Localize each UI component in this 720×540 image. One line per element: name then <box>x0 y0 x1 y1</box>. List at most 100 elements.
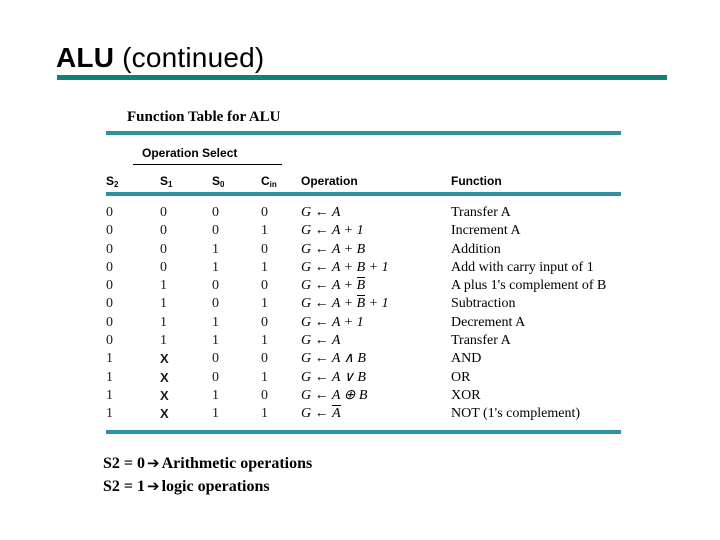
note-line-logic: S2 = 1➔logic operations <box>103 475 312 498</box>
note-logic-condition: S2 = 1 <box>103 478 146 495</box>
column-header-cin: Cin <box>261 174 277 190</box>
table-cell-function: Add with carry input of 1 <box>451 259 594 275</box>
table-cell-cin: 1 <box>261 259 268 275</box>
column-header-operation: Operation <box>301 174 358 188</box>
note-logic-label: logic operations <box>161 478 270 495</box>
table-cell-operation: G ← A ⊕ B <box>301 387 368 403</box>
column-header-cin-text: C <box>261 174 270 188</box>
page-title-bold: ALU <box>56 42 115 73</box>
column-group-underline <box>133 164 282 165</box>
table-top-divider <box>106 131 621 135</box>
column-header-s2-subscript: 2 <box>114 180 119 189</box>
table-cell-s0: 0 <box>212 369 219 385</box>
table-cell-s1: 1 <box>160 278 167 294</box>
right-arrow-icon: ➔ <box>147 477 160 495</box>
column-header-s0: S0 <box>212 174 224 190</box>
table-cell-s0: 1 <box>212 406 219 422</box>
table-cell-s2: 0 <box>106 333 113 349</box>
table-cell-s0: 1 <box>212 241 219 257</box>
table-cell-operation: G ← A + B + 1 <box>301 259 389 275</box>
table-cell-function: Decrement A <box>451 314 526 330</box>
table-row: 1 X 0 1 G ← A ∨ B OR <box>106 369 621 387</box>
right-arrow-icon: ➔ <box>147 454 160 472</box>
table-cell-operation: G ← A <box>301 205 341 220</box>
table-cell-s0: 0 <box>212 223 219 239</box>
title-divider <box>57 75 667 80</box>
table-cell-cin: 0 <box>261 205 268 220</box>
table-cell-cin: 0 <box>261 351 268 367</box>
table-cell-s0: 0 <box>212 205 219 220</box>
table-cell-cin: 0 <box>261 241 268 257</box>
overline-variable: A <box>332 405 341 422</box>
table-cell-operation: G ← A ∨ B <box>301 369 366 385</box>
note-arithmetic-label: Arithmetic operations <box>161 455 313 472</box>
note-line-arithmetic: S2 = 0➔Arithmetic operations <box>103 452 312 475</box>
table-cell-cin: 1 <box>261 406 268 422</box>
column-header-s2-text: S <box>106 174 115 188</box>
overline-variable: B <box>356 277 366 294</box>
table-cell-s2: 1 <box>106 369 113 385</box>
overline-variable: B <box>356 295 366 312</box>
table-cell-s0: 0 <box>212 278 219 294</box>
table-cell-s1: 0 <box>160 259 167 275</box>
table-body: 0 0 0 0 G ← A Transfer A 0 0 0 1 G ← A + 1 Incremen… <box>106 204 621 424</box>
table-cell-function: OR <box>451 369 471 385</box>
table-cell-s2: 1 <box>106 406 113 422</box>
column-header-s1-text: S <box>160 174 169 188</box>
table-cell-operation: G ← A + B <box>301 241 366 257</box>
page-title: ALU (continued) <box>56 41 264 75</box>
table-cell-s0: 1 <box>212 387 219 403</box>
table-cell-function: Subtraction <box>451 296 516 312</box>
table-cell-cin: 0 <box>261 387 268 403</box>
table-cell-function: Increment A <box>451 223 521 239</box>
table-cell-operation: G ← A + 1 <box>301 223 364 239</box>
column-header-s2: S2 <box>106 174 118 190</box>
column-header-function: Function <box>451 174 502 188</box>
table-cell-function: AND <box>451 351 482 367</box>
table-cell-s1: X <box>160 369 169 385</box>
table-cell-cin: 1 <box>261 333 268 349</box>
table-cell-cin: 1 <box>261 223 268 239</box>
table-cell-s0: 1 <box>212 259 219 275</box>
column-header-s1-subscript: 1 <box>168 180 173 189</box>
table-row: 0 1 1 0 G ← A + 1 Decrement A <box>106 314 621 332</box>
table-cell-s1: 1 <box>160 296 167 312</box>
table-caption: Function Table for ALU <box>127 109 281 125</box>
table-cell-s1: 1 <box>160 314 167 330</box>
table-cell-function: Transfer A <box>451 205 511 220</box>
column-header-s1: S1 <box>160 174 172 190</box>
table-cell-operation: G ← A <box>301 405 341 422</box>
table-cell-s1: 0 <box>160 223 167 239</box>
table-cell-operation: G ← A ∧ B <box>301 351 366 367</box>
table-cell-s0: 1 <box>212 333 219 349</box>
note-arithmetic-condition: S2 = 0 <box>103 455 146 472</box>
column-header-s0-subscript: 0 <box>220 180 225 189</box>
table-cell-cin: 1 <box>261 369 268 385</box>
table-cell-operation: G ← A + 1 <box>301 314 364 330</box>
table-cell-cin: 0 <box>261 314 268 330</box>
table-cell-s2: 0 <box>106 296 113 312</box>
table-cell-s0: 0 <box>212 296 219 312</box>
table-row: 1 X 0 0 G ← A ∧ B AND <box>106 350 621 368</box>
table-cell-s0: 0 <box>212 351 219 367</box>
column-group-header: Operation Select <box>142 146 238 160</box>
table-cell-s1: X <box>160 351 169 367</box>
function-table-figure: Function Table for ALU Operation Select … <box>106 108 621 436</box>
table-cell-s1: 0 <box>160 241 167 257</box>
table-cell-s2: 1 <box>106 351 113 367</box>
table-cell-s1: X <box>160 387 169 403</box>
table-cell-function: Transfer A <box>451 333 511 349</box>
table-cell-s2: 0 <box>106 259 113 275</box>
table-cell-s2: 0 <box>106 241 113 257</box>
table-cell-s2: 0 <box>106 314 113 330</box>
table-cell-operation: G ← A <box>301 333 341 349</box>
table-cell-s1: 0 <box>160 205 167 220</box>
table-cell-s0: 1 <box>212 314 219 330</box>
